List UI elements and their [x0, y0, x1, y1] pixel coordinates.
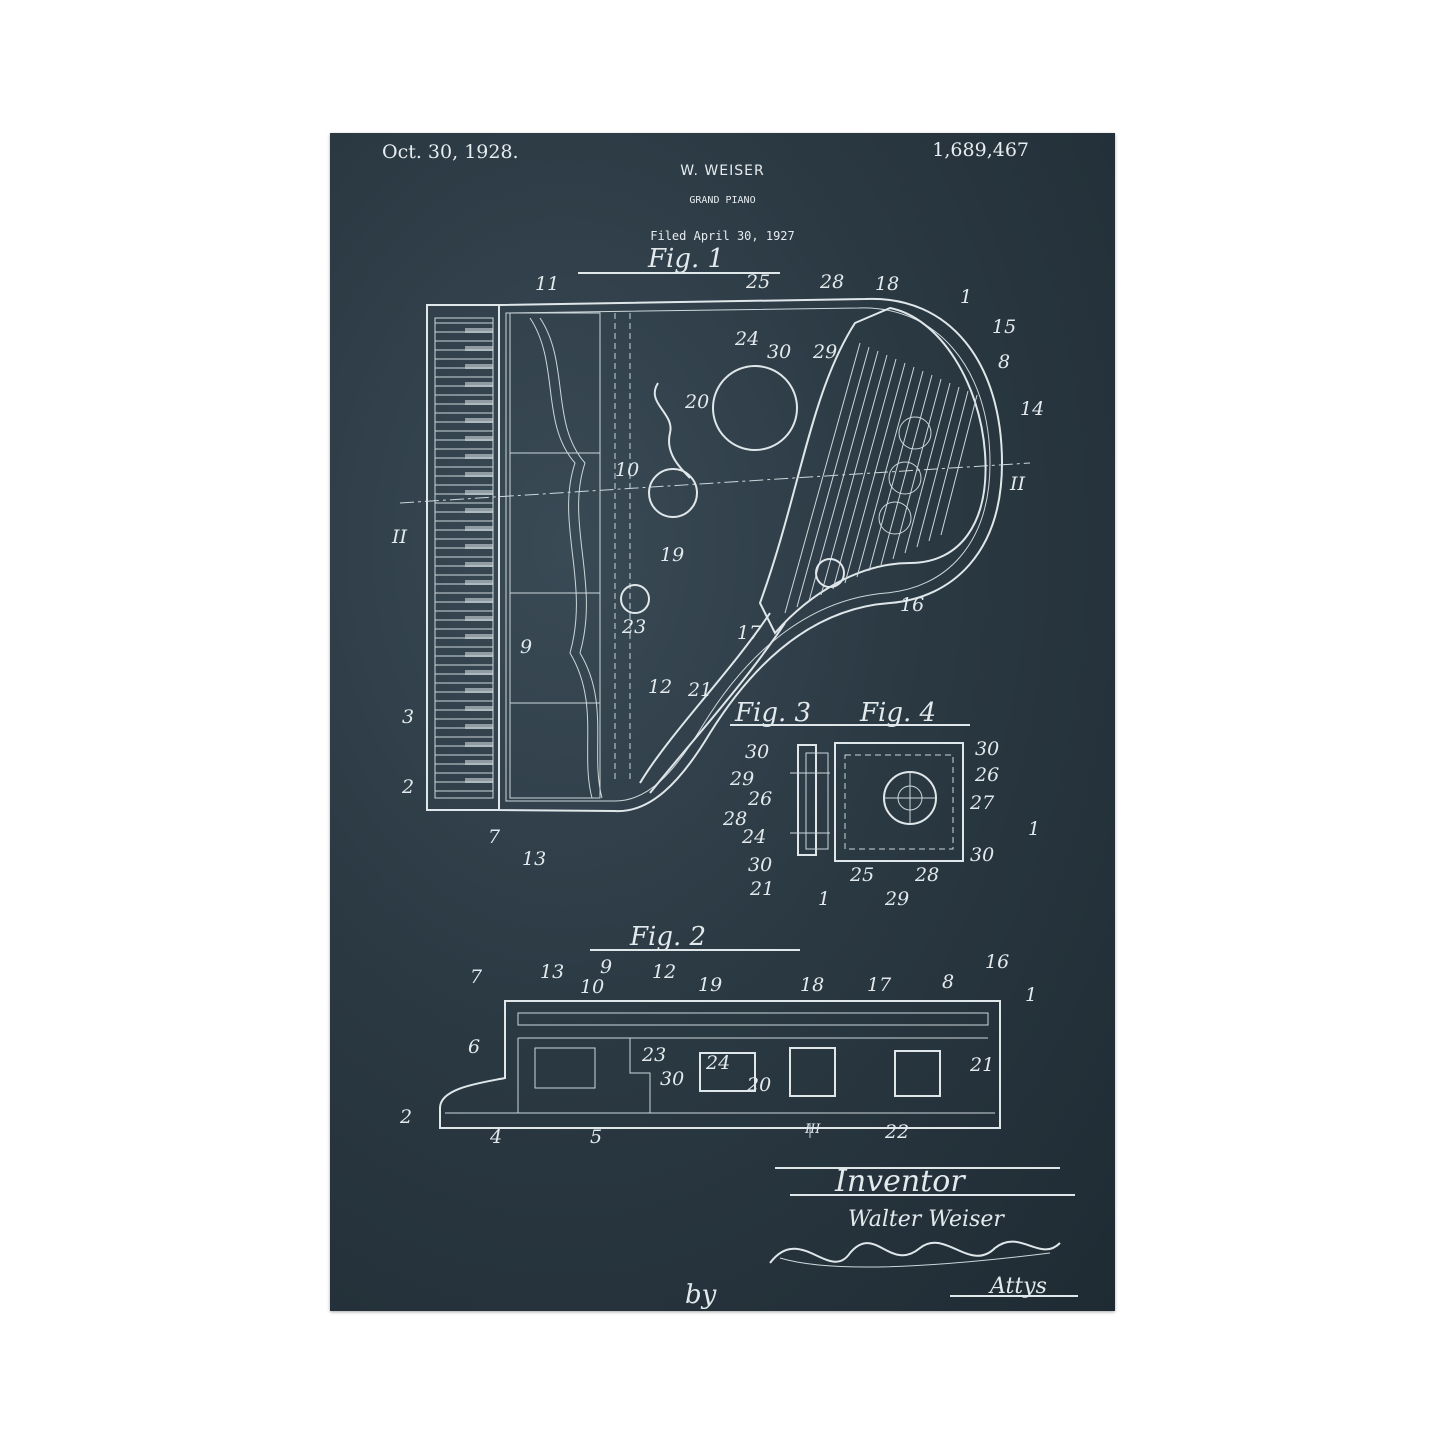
- fig2-ref-10: 10: [580, 976, 604, 998]
- fig1-ref-8: 8: [998, 351, 1010, 373]
- patent-date: Oct. 30, 1928.: [382, 141, 519, 163]
- fig2-ref-23: 23: [641, 1044, 666, 1066]
- fig1-ref-25: 25: [745, 271, 770, 293]
- fig1-keyboard: [426, 304, 500, 811]
- fig3-ref-24: 24: [741, 826, 766, 848]
- fig1-caption: Fig. 1: [647, 244, 724, 274]
- fig2-ref-6: 6: [468, 1036, 480, 1058]
- fig4-ref-28: 28: [914, 864, 939, 886]
- fig4-ref-29: 29: [884, 888, 909, 910]
- fig4-drawing: [834, 742, 964, 862]
- fig3-ref-30: 30: [745, 741, 769, 763]
- fig1-ref-13: 13: [522, 848, 546, 870]
- inventor-signature-name: Walter Weiser: [848, 1207, 1005, 1232]
- fig2-ref-16: 16: [985, 951, 1009, 973]
- fig2-ref-22: 22: [884, 1121, 909, 1143]
- fig3-ref-29: 29: [729, 768, 754, 790]
- fig3-ref-1: 1: [818, 888, 830, 910]
- fig3-caption: Fig. 3: [734, 698, 811, 728]
- fig4-ref-25: 25: [849, 864, 874, 886]
- fig2-ref-2: 2: [399, 1106, 412, 1128]
- fig1-ref-9: 9: [520, 636, 532, 658]
- fig2-ref-13: 13: [540, 961, 564, 983]
- fig1-ref-15: 15: [992, 316, 1016, 338]
- fig3-ref-28: 28: [722, 808, 747, 830]
- fig1-ref-18: 18: [875, 273, 899, 295]
- fig1-ref-21: 21: [687, 679, 712, 701]
- fig1-ref-3: 3: [402, 706, 414, 728]
- fig2-ref-5: 5: [590, 1126, 602, 1148]
- inventor-name: W. WEISER: [680, 163, 765, 179]
- fig2-caption: Fig. 2: [629, 922, 706, 952]
- patent-number: 1,689,467: [932, 139, 1029, 161]
- fig1-ref-23: 23: [621, 616, 646, 638]
- fig1-ref-14: 14: [1020, 398, 1044, 420]
- fig3-drawing: [790, 744, 830, 856]
- fig2-cross-section: III: [439, 1000, 1001, 1138]
- by-label: by: [685, 1280, 717, 1310]
- fig1-ref-16: 16: [900, 594, 924, 616]
- fig2-ref-9: 9: [600, 956, 612, 978]
- patent-drawing: Fig. 1: [391, 244, 1078, 1310]
- fig2-ref-17: 17: [867, 974, 892, 996]
- patent-title: GRAND PIANO: [689, 195, 756, 206]
- fig4-ref-27: 27: [969, 792, 995, 814]
- fig4-caption: Fig. 4: [859, 698, 936, 728]
- section-mark-left: II: [391, 526, 408, 548]
- fig1-ref-11: 11: [535, 273, 559, 295]
- fig1-ref-2: 2: [401, 776, 414, 798]
- fig4-ref-1: 1: [1028, 818, 1040, 840]
- fig4-ref-30: 30: [970, 844, 994, 866]
- fig1-piano-outline: [399, 297, 1031, 813]
- fig1-ref-29: 29: [812, 341, 837, 363]
- fig1-ref-1: 1: [960, 286, 972, 308]
- fig1-ref-19: 19: [660, 544, 684, 566]
- attys-label: Attys: [988, 1274, 1047, 1299]
- fig1-ref-28: 28: [819, 271, 844, 293]
- fig4-ref-26: 26: [974, 764, 999, 786]
- fig1-ref-20: 20: [684, 391, 709, 413]
- fig3-ref-30: 30: [748, 854, 772, 876]
- fig2-ref-30: 30: [660, 1068, 684, 1090]
- fig2-ref-21: 21: [969, 1054, 994, 1076]
- fig1-ref-24: 24: [734, 328, 759, 350]
- filed-date: Filed April 30, 1927: [650, 229, 795, 243]
- fig2-ref-12: 12: [652, 961, 676, 983]
- signature-block: Inventor Walter Weiser by Attys: [685, 1164, 1078, 1310]
- fig1-ref-30: 30: [767, 341, 791, 363]
- fig2-ref-18: 18: [800, 974, 824, 996]
- fig2-ref-7: 7: [470, 966, 483, 988]
- fig1-ref-7: 7: [488, 826, 501, 848]
- fig1-ref-12: 12: [648, 676, 672, 698]
- fig2-ref-24: 24: [705, 1052, 730, 1074]
- fig2-ref-20: 20: [746, 1074, 771, 1096]
- fig2-ref-8: 8: [942, 971, 954, 993]
- fig1-ref-17: 17: [737, 622, 762, 644]
- inventor-heading: Inventor: [834, 1164, 966, 1199]
- section-mark-iii: III: [804, 1122, 821, 1137]
- fig3-ref-21: 21: [749, 878, 774, 900]
- fig4-ref-30: 30: [975, 738, 999, 760]
- section-mark-right: II: [1009, 473, 1026, 495]
- fig2-ref-1: 1: [1025, 984, 1037, 1006]
- patent-poster: Oct. 30, 1928. 1,689,467 W. WEISER GRAND…: [330, 133, 1115, 1311]
- fig3-ref-26: 26: [747, 788, 772, 810]
- fig2-ref-19: 19: [698, 974, 722, 996]
- fig2-ref-4: 4: [489, 1126, 502, 1148]
- fig1-ref-10: 10: [615, 459, 639, 481]
